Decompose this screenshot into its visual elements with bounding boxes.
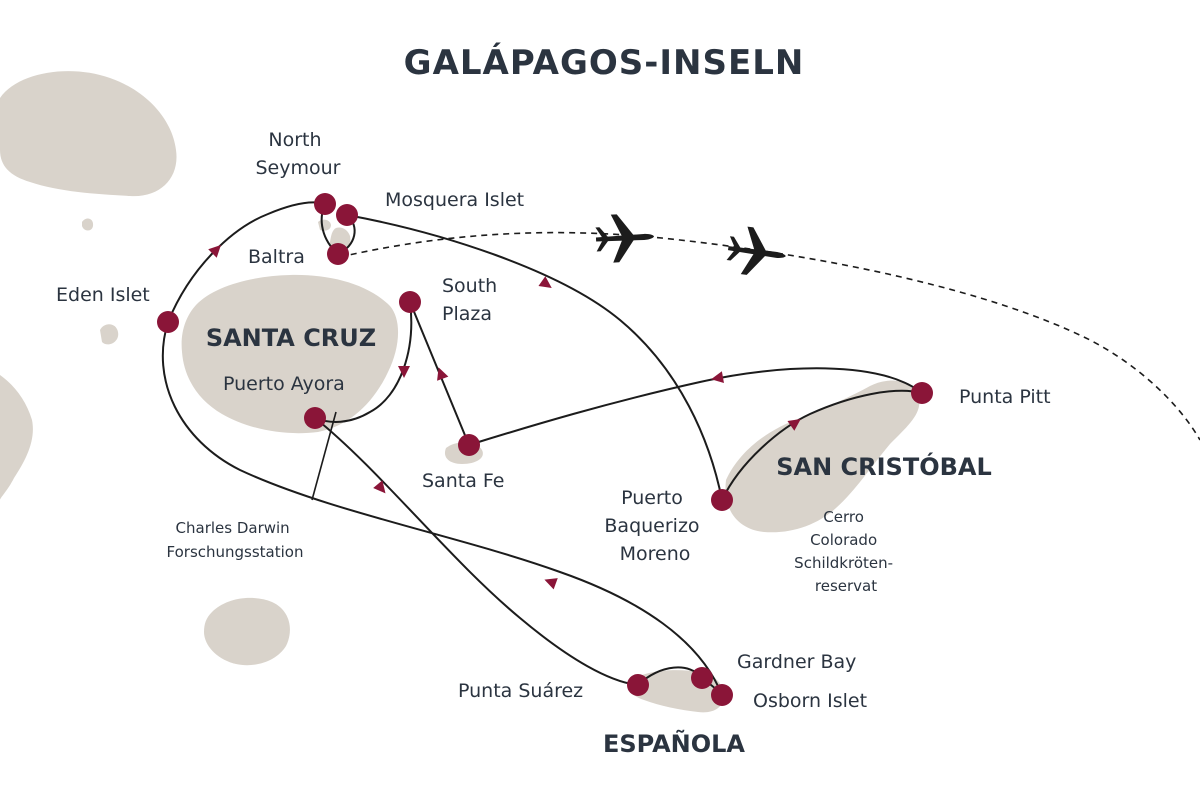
floreana-island <box>204 597 290 666</box>
map-title: GALÁPAGOS-INSELN <box>404 42 805 83</box>
stop-marker-santa-fe[interactable] <box>458 434 480 456</box>
direction-arrow <box>787 418 801 431</box>
stop-marker-baltra[interactable] <box>327 243 349 265</box>
stop-label-punta-suarez: Punta Suárez <box>458 680 583 702</box>
stop-label-north-seymour: North Seymour <box>256 129 341 179</box>
flight-path-line <box>339 231 1200 441</box>
stop-marker-puerto-baquerizo-moreno[interactable] <box>711 489 733 511</box>
stop-marker-mosquera-islet[interactable] <box>336 204 358 226</box>
small-islet-b <box>100 324 119 345</box>
island-label-espanola: ESPAÑOLA <box>603 729 745 758</box>
direction-arrow <box>538 276 552 289</box>
stop-label-santa-fe: Santa Fe <box>422 470 504 492</box>
stop-label-osborn-islet: Osborn Islet <box>753 690 867 712</box>
route-puerto-baquerizo-to-punta-pitt <box>721 389 923 501</box>
stop-marker-punta-suarez[interactable] <box>627 674 649 696</box>
santa-cruz-island <box>181 274 399 434</box>
direction-arrow <box>208 245 221 258</box>
stop-marker-osborn-islet[interactable] <box>711 684 733 706</box>
airplane-icon <box>595 214 654 263</box>
direction-arrow <box>544 578 558 590</box>
direction-arrow <box>711 371 724 384</box>
direction-arrow <box>373 480 386 494</box>
route-puerto-ayora-to-punta-suarez <box>314 417 639 686</box>
island-label-santa-cruz: SANTA CRUZ <box>206 324 376 352</box>
flight-route <box>339 231 1200 441</box>
stop-label-baltra: Baltra <box>248 246 305 268</box>
direction-arrow <box>437 367 449 381</box>
small-islet-a <box>82 218 94 231</box>
stop-marker-punta-pitt[interactable] <box>911 382 933 404</box>
stop-marker-south-plaza[interactable] <box>399 291 421 313</box>
annotation-cerro-colorado: Cerro Colorado Schildkröten- reservat <box>794 508 898 595</box>
direction-arrows <box>208 245 801 590</box>
route-eden-to-north-seymour <box>167 201 326 323</box>
route-mosquera-to-puerto-baquerizo <box>346 214 723 501</box>
airplane-icon <box>726 226 786 275</box>
stop-marker-gardner-bay[interactable] <box>691 667 713 689</box>
direction-arrow <box>398 366 410 378</box>
stop-label-south-plaza: South Plaza <box>442 275 503 325</box>
stop-label-gardner-bay: Gardner Bay <box>737 651 856 673</box>
leader-line-charles-darwin <box>311 411 337 501</box>
stop-marker-eden-islet[interactable] <box>157 311 179 333</box>
stop-marker-puerto-ayora[interactable] <box>304 407 326 429</box>
isabela-west-landmass <box>0 375 33 500</box>
annotation-charles-darwin: Charles Darwin Forschungsstation <box>167 519 304 561</box>
san-cristobal-island <box>725 380 920 533</box>
stop-label-mosquera-islet: Mosquera Islet <box>385 189 524 211</box>
isabela-north-landmass <box>0 71 177 197</box>
stop-marker-north-seymour[interactable] <box>314 193 336 215</box>
stop-label-punta-pitt: Punta Pitt <box>959 386 1051 408</box>
stop-markers <box>157 193 933 706</box>
island-label-san-cristobal: SAN CRISTÓBAL <box>776 451 992 481</box>
stop-label-eden-islet: Eden Islet <box>56 284 150 306</box>
route-punta-pitt-to-santa-fe <box>468 367 923 446</box>
stop-label-puerto-ayora: Puerto Ayora <box>223 373 345 395</box>
stop-label-puerto-baquerizo-moreno: Puerto Baquerizo Moreno <box>604 487 705 565</box>
route-osborn-to-eden <box>161 321 723 696</box>
